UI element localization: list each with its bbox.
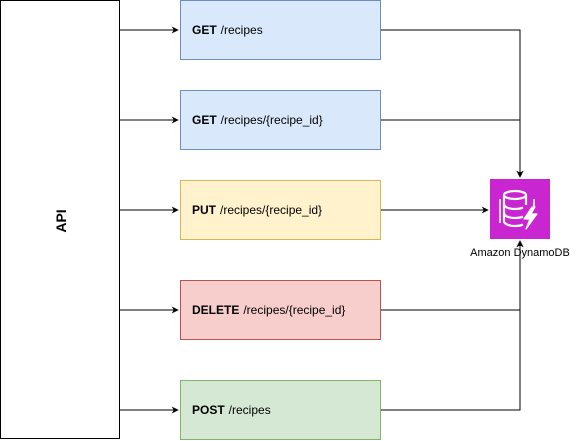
path-label: /recipes/{recipe_id} xyxy=(220,203,323,217)
post-recipes-to-db-arrow xyxy=(381,240,524,411)
path-label: /recipes/{recipe_id} xyxy=(220,113,323,127)
method-label: PUT xyxy=(192,203,216,217)
method-label: DELETE xyxy=(192,303,240,317)
dynamodb-label: Amazon DynamoDB xyxy=(470,247,570,259)
get-recipes-to-db-arrow xyxy=(381,29,524,178)
method-label: GET xyxy=(192,113,217,127)
endpoint-post-recipes[interactable]: POST /recipes xyxy=(180,380,381,440)
get-recipe-by-id-to-db-arrow xyxy=(381,119,524,178)
path-label: /recipes xyxy=(228,403,271,417)
endpoint-delete-recipe[interactable]: DELETE /recipes/{recipe_id} xyxy=(180,280,381,340)
dynamodb-icon[interactable] xyxy=(490,179,550,239)
api-box[interactable]: API xyxy=(0,0,120,439)
path-label: /recipes/{recipe_id} xyxy=(243,303,346,317)
method-label: POST xyxy=(192,403,225,417)
path-label: /recipes xyxy=(220,23,263,37)
method-label: GET xyxy=(192,23,217,37)
endpoint-get-recipe-by-id[interactable]: GET /recipes/{recipe_id} xyxy=(180,90,381,150)
endpoint-get-recipes[interactable]: GET /recipes xyxy=(180,0,381,60)
endpoint-put-recipe[interactable]: PUT /recipes/{recipe_id} xyxy=(180,180,381,240)
